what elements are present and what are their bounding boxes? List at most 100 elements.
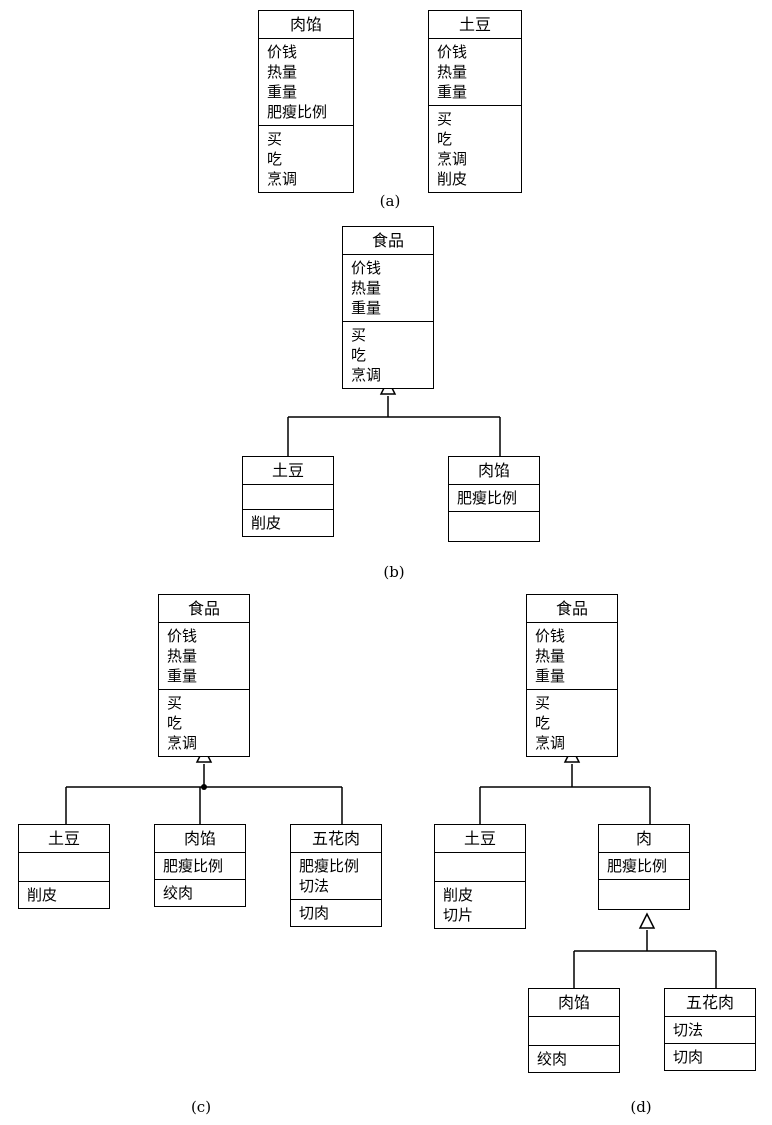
attr: 肥瘦比例 — [267, 103, 328, 121]
class-tudou-b: 土豆 削皮 — [242, 456, 334, 537]
operations: 削皮 — [243, 509, 333, 536]
attr: 肥瘦比例 — [299, 857, 360, 875]
connector-d-rou — [573, 930, 717, 988]
attributes: 肥瘦比例 — [449, 485, 539, 511]
operations: 削皮 — [19, 881, 109, 908]
operations: 切肉 — [665, 1043, 755, 1070]
operations — [449, 511, 539, 541]
attributes: 价钱 热量 重量 — [429, 39, 521, 105]
class-rouxian-a: 肉馅 价钱 热量 重量 肥瘦比例 买 吃 烹调 — [258, 10, 354, 193]
op: 吃 — [437, 130, 453, 148]
op: 削皮 — [437, 170, 468, 188]
operations: 削皮 切片 — [435, 881, 525, 928]
class-tudou-a: 土豆 价钱 热量 重量 买 吃 烹调 削皮 — [428, 10, 522, 193]
attributes: 价钱 热量 重量 肥瘦比例 — [259, 39, 353, 125]
attributes — [19, 853, 109, 881]
operations: 买 吃 烹调 — [527, 689, 617, 756]
class-rouxian-c: 肉馅 肥瘦比例 绞肉 — [154, 824, 246, 907]
generalization-arrow-d-rou — [638, 912, 656, 929]
attr: 价钱 — [267, 43, 298, 61]
op: 吃 — [267, 150, 283, 168]
attr: 肥瘦比例 — [457, 489, 518, 507]
caption-d: (d) — [630, 1098, 652, 1116]
operations: 绞肉 — [155, 879, 245, 906]
class-shipin-d: 食品 价钱 热量 重量 买 吃 烹调 — [526, 594, 618, 757]
attr: 重量 — [437, 83, 468, 101]
connector-d — [479, 764, 651, 824]
attr: 切法 — [299, 877, 330, 895]
connector-c — [65, 764, 343, 824]
class-rouxian-d: 肉馅 绞肉 — [528, 988, 620, 1073]
class-rouxian-b: 肉馅 肥瘦比例 — [448, 456, 540, 542]
class-name: 五花肉 — [665, 989, 755, 1017]
class-name: 食品 — [527, 595, 617, 623]
operations: 买 吃 烹调 削皮 — [429, 105, 521, 192]
attributes — [529, 1017, 619, 1045]
attr: 肥瘦比例 — [163, 857, 224, 875]
op: 买 — [351, 326, 367, 344]
op: 烹调 — [437, 150, 468, 168]
op: 削皮 — [27, 886, 58, 904]
attr: 重量 — [267, 83, 298, 101]
attr: 价钱 — [535, 627, 566, 645]
class-name: 肉馅 — [449, 457, 539, 485]
operations: 买 吃 烹调 — [159, 689, 249, 756]
op: 绞肉 — [537, 1050, 568, 1068]
caption-c: (c) — [190, 1098, 212, 1116]
op: 吃 — [351, 346, 367, 364]
class-shipin-b: 食品 价钱 热量 重量 买 吃 烹调 — [342, 226, 434, 389]
attributes: 肥瘦比例 — [155, 853, 245, 879]
class-name: 肉 — [599, 825, 689, 853]
operations: 切肉 — [291, 899, 381, 926]
attr: 热量 — [267, 63, 298, 81]
op: 烹调 — [267, 170, 298, 188]
op: 买 — [437, 110, 453, 128]
class-wuhuarou-d: 五花肉 切法 切肉 — [664, 988, 756, 1071]
op: 烹调 — [167, 734, 198, 752]
class-name: 食品 — [159, 595, 249, 623]
op: 吃 — [535, 714, 551, 732]
attr: 价钱 — [167, 627, 198, 645]
class-name: 食品 — [343, 227, 433, 255]
class-name: 肉馅 — [259, 11, 353, 39]
class-wuhuarou-c: 五花肉 肥瘦比例 切法 切肉 — [290, 824, 382, 927]
attr: 热量 — [437, 63, 468, 81]
attr: 重量 — [167, 667, 198, 685]
class-rou-d: 肉 肥瘦比例 — [598, 824, 690, 910]
op: 切肉 — [673, 1048, 704, 1066]
caption-a: (a) — [379, 192, 401, 210]
attr: 价钱 — [351, 259, 382, 277]
op: 削皮 — [251, 514, 282, 532]
attributes — [243, 485, 333, 509]
attributes: 肥瘦比例 切法 — [291, 853, 381, 899]
caption-b: (b) — [383, 563, 405, 581]
attributes: 价钱 热量 重量 — [343, 255, 433, 321]
class-name: 肉馅 — [529, 989, 619, 1017]
op: 切片 — [443, 906, 474, 924]
attributes — [435, 853, 525, 881]
operations: 绞肉 — [529, 1045, 619, 1072]
op: 买 — [267, 130, 283, 148]
class-tudou-c: 土豆 削皮 — [18, 824, 110, 909]
junction-dot-c — [201, 784, 207, 790]
connector-b — [287, 396, 501, 456]
class-shipin-c: 食品 价钱 热量 重量 买 吃 烹调 — [158, 594, 250, 757]
class-name: 土豆 — [243, 457, 333, 485]
op: 买 — [535, 694, 551, 712]
op: 买 — [167, 694, 183, 712]
attributes: 切法 — [665, 1017, 755, 1043]
op: 烹调 — [351, 366, 382, 384]
class-tudou-d: 土豆 削皮 切片 — [434, 824, 526, 929]
class-name: 五花肉 — [291, 825, 381, 853]
class-name: 肉馅 — [155, 825, 245, 853]
class-name: 土豆 — [429, 11, 521, 39]
class-name: 土豆 — [19, 825, 109, 853]
op: 吃 — [167, 714, 183, 732]
attr: 热量 — [167, 647, 198, 665]
attributes: 价钱 热量 重量 — [159, 623, 249, 689]
attributes: 肥瘦比例 — [599, 853, 689, 879]
op: 切肉 — [299, 904, 330, 922]
attr: 重量 — [351, 299, 382, 317]
attr: 重量 — [535, 667, 566, 685]
op: 烹调 — [535, 734, 566, 752]
